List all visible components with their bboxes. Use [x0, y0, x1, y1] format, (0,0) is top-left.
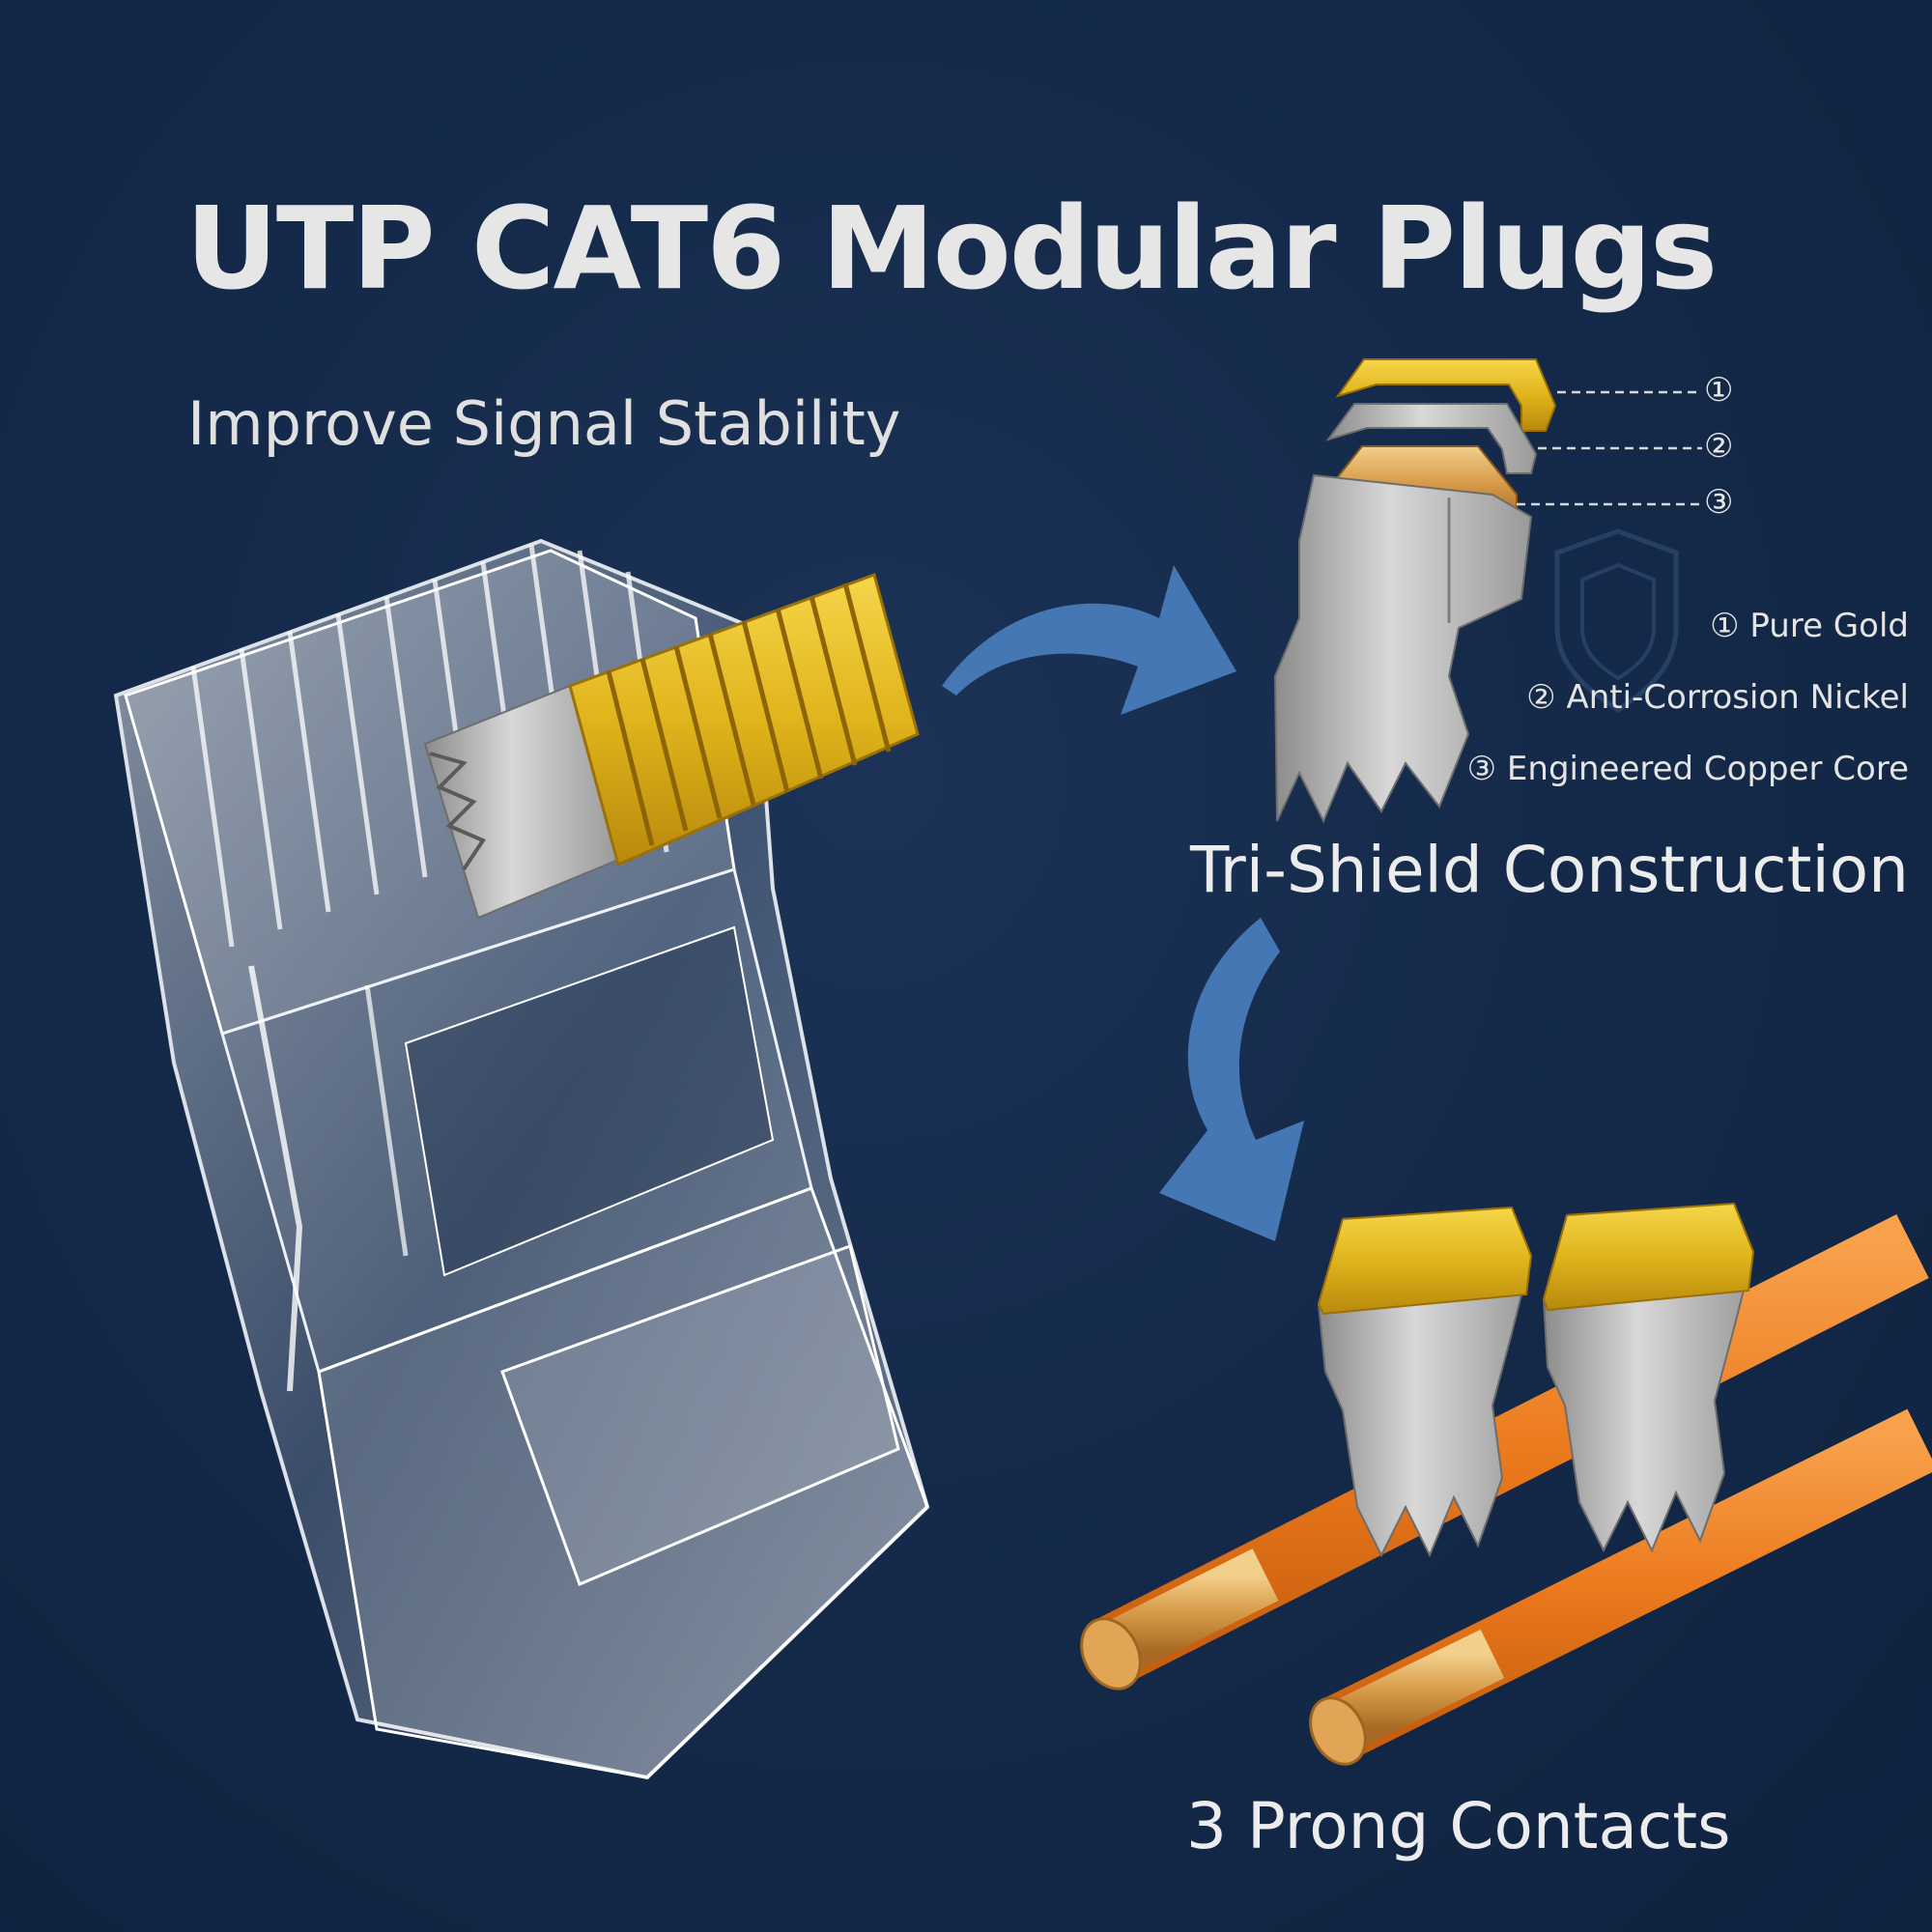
prong-contacts-title: 3 Prong Contacts: [1186, 1789, 1731, 1863]
arrow-curved-right-icon: [942, 565, 1236, 715]
tri-shield-title: Tri-Shield Construction: [1189, 833, 1909, 907]
rj45-plug-icon: [113, 538, 930, 1780]
layer-marker-3: ③: [1704, 483, 1734, 522]
legend-pure-gold: ① Pure Gold: [1710, 607, 1909, 645]
subheadline: Improve Signal Stability: [187, 388, 901, 459]
prong-contacts-icon: [1080, 1202, 1932, 1766]
tri-shield-contact-icon: [1273, 358, 1702, 824]
layer-marker-2: ②: [1704, 427, 1734, 466]
layer-marker-1: ①: [1704, 371, 1734, 410]
legend-engineered-copper-core: ③ Engineered Copper Core: [1466, 750, 1909, 788]
shield-icon: [1554, 528, 1679, 714]
plug-contact-icon: [423, 573, 920, 920]
legend-anti-corrosion-nickel: ② Anti-Corrosion Nickel: [1526, 678, 1909, 717]
page-title: UTP CAT6 Modular Plugs: [185, 182, 1718, 315]
arrow-curved-down-icon: [1159, 918, 1304, 1241]
